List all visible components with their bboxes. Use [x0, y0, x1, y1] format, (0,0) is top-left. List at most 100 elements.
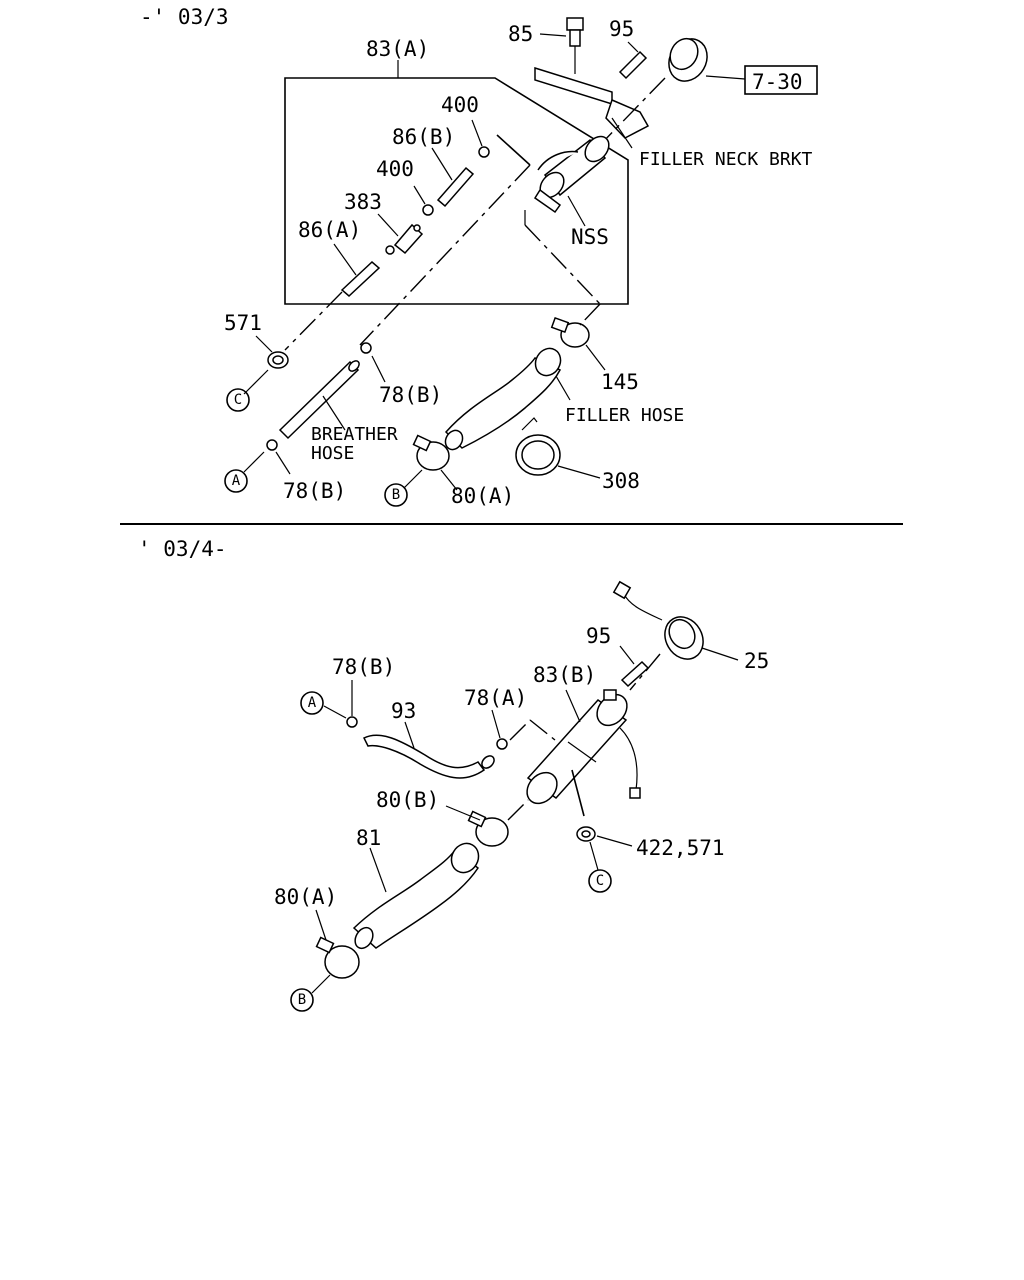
leader-7-30 — [705, 75, 746, 80]
leader-145 — [585, 344, 606, 371]
leader-ref-c-late — [589, 841, 599, 871]
leader-ref-c-top — [243, 369, 269, 395]
part-93-label: 93 — [391, 699, 416, 723]
part-25-label: 25 — [744, 649, 769, 673]
leader-80a-late — [315, 909, 327, 941]
ref-c-top-label: C — [234, 392, 242, 408]
clamp-80a-top — [412, 434, 450, 471]
part-95-late-label: 95 — [586, 624, 611, 648]
breather-hose-93 — [362, 734, 495, 779]
leader-571 — [255, 335, 273, 353]
part-81-label: 81 — [356, 826, 381, 850]
part-400b-label: 400 — [376, 157, 414, 181]
filler-hose-label: FILLER HOSE — [565, 405, 684, 426]
period-label-early: -' 03/3 — [140, 5, 229, 29]
leader-25 — [701, 647, 739, 661]
breather-label-line1: BREATHER — [311, 424, 398, 445]
leader-86b — [431, 147, 453, 181]
leader-422 — [596, 835, 633, 847]
leader-ref-a-top — [243, 451, 265, 473]
ref-b-late — [290, 988, 314, 1012]
leader-filler-hose — [555, 375, 571, 401]
part-400a-label: 400 — [441, 93, 479, 117]
breather-connector — [496, 134, 531, 166]
ref-b-top-label: B — [392, 487, 400, 503]
leader-ref-b-late — [311, 974, 331, 994]
clamp-80b-late — [467, 810, 509, 847]
clamp-78b-late — [346, 716, 358, 728]
screw-95-late — [620, 660, 650, 688]
leader-400a — [471, 119, 483, 147]
leader-80a-top — [440, 469, 458, 491]
filler-neck-tube — [533, 135, 610, 214]
ref-a-late-label: A — [308, 695, 317, 711]
ref-c-late — [588, 869, 612, 893]
leader-85 — [539, 33, 567, 37]
valve-383 — [385, 223, 424, 255]
ref-a-top-label: A — [232, 473, 241, 489]
bolt-85-body — [569, 29, 581, 47]
leader-95-late — [619, 645, 635, 665]
part-83b-label: 83(B) — [533, 663, 596, 687]
fuel-cap-icon — [668, 37, 708, 82]
breather-hose — [278, 360, 360, 440]
clamp-145 — [550, 316, 590, 348]
center-line-78a — [509, 719, 531, 741]
part-78b-bottom-label: 78(B) — [283, 479, 346, 503]
leader-78b-bottom — [275, 451, 291, 475]
clamp-78b-bottom — [266, 439, 278, 451]
leader-383 — [377, 213, 399, 237]
leader-400b — [413, 185, 426, 205]
leader-breather — [322, 395, 346, 431]
part-383-label: 383 — [344, 190, 382, 214]
filler-hose-81 — [352, 842, 480, 950]
part-85-label: 85 — [508, 22, 533, 46]
leader-93 — [404, 721, 415, 749]
part-95-label: 95 — [609, 17, 634, 41]
leader-83b — [565, 689, 581, 723]
hose-86b — [436, 166, 475, 208]
part-78b-top-label: 78(B) — [379, 383, 442, 407]
screw-95 — [618, 50, 648, 80]
band-clamp-308 — [515, 417, 561, 476]
filler-neck-brkt-label: FILLER NECK BRKT — [639, 149, 813, 170]
fuel-cap-25-icon — [612, 580, 704, 660]
part-83a-label: 83(A) — [366, 37, 429, 61]
clamp-80a-late — [315, 936, 360, 979]
ref-7-30-label: 7-30 — [752, 70, 803, 94]
leader-308 — [557, 465, 601, 479]
section-early: -' 03/3 — [140, 5, 818, 508]
part-422-571-label: 422,571 — [636, 836, 725, 860]
part-86a-label: 86(A) — [298, 218, 361, 242]
leader-fnb — [611, 117, 633, 149]
part-80a-late-label: 80(A) — [274, 885, 337, 909]
ref-b-late-label: B — [298, 992, 306, 1008]
part-78b-late-label: 78(B) — [332, 655, 395, 679]
leader-78a-late — [491, 709, 501, 739]
breather-label-line2: HOSE — [311, 443, 354, 464]
center-line-80b — [507, 799, 529, 821]
part-145-label: 145 — [601, 370, 639, 394]
center-line-cap-late — [629, 653, 661, 691]
center-line-145 — [524, 224, 601, 305]
bolt-85-head — [566, 17, 584, 31]
leader-ref-a-late — [323, 705, 347, 719]
center-line-86a — [284, 291, 343, 351]
grommet-422-571 — [576, 826, 596, 842]
ref-c-top — [226, 388, 250, 412]
grommet-571 — [267, 351, 289, 369]
center-line-breather — [359, 164, 531, 346]
filler-neck-bracket — [534, 66, 613, 106]
part-80a-top-label: 80(A) — [451, 484, 514, 508]
ref-a-top — [224, 469, 248, 493]
leader-80b-late — [445, 805, 481, 821]
bracket-tab — [605, 98, 650, 139]
part-308-label: 308 — [602, 469, 640, 493]
part-86b-label: 86(B) — [392, 125, 455, 149]
filler-hose — [444, 347, 562, 451]
ref-a-late — [300, 691, 324, 715]
clip-400-b — [422, 204, 434, 216]
section-late: ' 03/4- — [138, 537, 769, 1012]
leader-78b-top — [371, 355, 386, 383]
center-line-78a-b — [529, 719, 556, 741]
